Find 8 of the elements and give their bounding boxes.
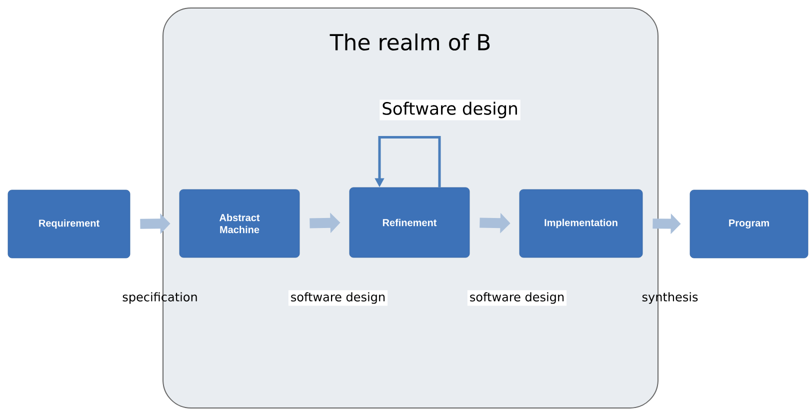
process-box: Requirement [8,190,130,258]
step-label: software design [467,290,567,306]
process-box: Abstract Machine [179,189,300,258]
process-box: Implementation [519,189,643,258]
edge-label: Software design [380,100,520,120]
process-box: Refinement [349,187,470,258]
process-box: Program [690,190,808,258]
step-label: software design [288,290,388,306]
